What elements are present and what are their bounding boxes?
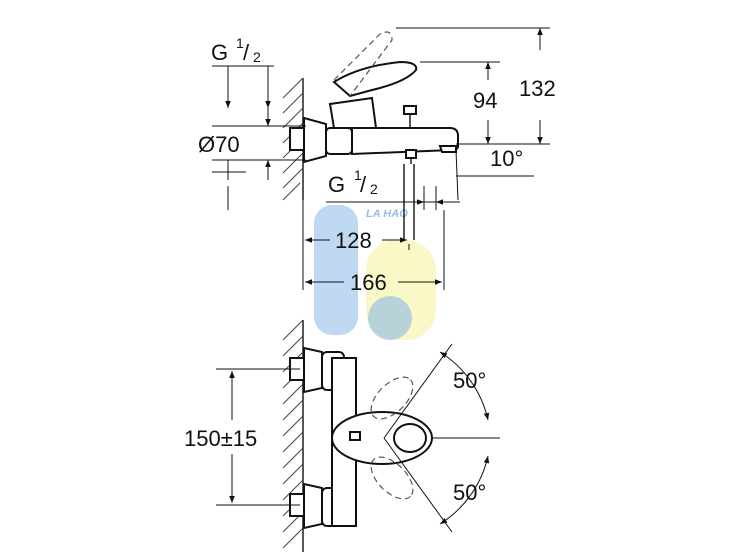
angle-bottom-label: 50° xyxy=(453,480,486,505)
dim-heights: 94 132 10° xyxy=(396,27,556,201)
g-half-top-prefix: G xyxy=(211,40,228,65)
g-half-bottom-num: 1 xyxy=(354,167,362,183)
g-half-bottom-prefix: G xyxy=(328,172,345,197)
watermark-text: LA HAO xyxy=(366,208,408,220)
angle-10-label: 10° xyxy=(490,146,523,171)
dim-diameter: Ø70 xyxy=(198,108,306,210)
wall-bottom xyxy=(282,319,304,552)
g-half-top-den: 2 xyxy=(253,49,261,65)
diameter-label: Ø70 xyxy=(198,132,240,157)
dim-spacing: 150±15 xyxy=(184,368,300,506)
faucet-side-view xyxy=(289,31,459,240)
dim-g-half-top: G 1 / 2 xyxy=(211,35,274,108)
dim-lengths: 128 166 xyxy=(302,200,445,295)
dim-g-half-bottom: G 1 / 2 xyxy=(326,167,460,210)
length-128-label: 128 xyxy=(335,228,372,253)
angle-top-label: 50° xyxy=(453,368,486,393)
g-half-bottom-den: 2 xyxy=(370,181,378,197)
g-half-top-slash: / xyxy=(243,40,250,65)
g-half-top-num: 1 xyxy=(236,35,244,51)
watermark-logo: LA HAO xyxy=(314,205,436,340)
g-half-bottom-slash: / xyxy=(360,172,367,197)
dim-angles: 50° 50° xyxy=(439,351,490,525)
height-94-label: 94 xyxy=(473,88,497,113)
spacing-label: 150±15 xyxy=(184,426,257,451)
length-166-label: 166 xyxy=(350,270,387,295)
height-132-label: 132 xyxy=(519,76,556,101)
